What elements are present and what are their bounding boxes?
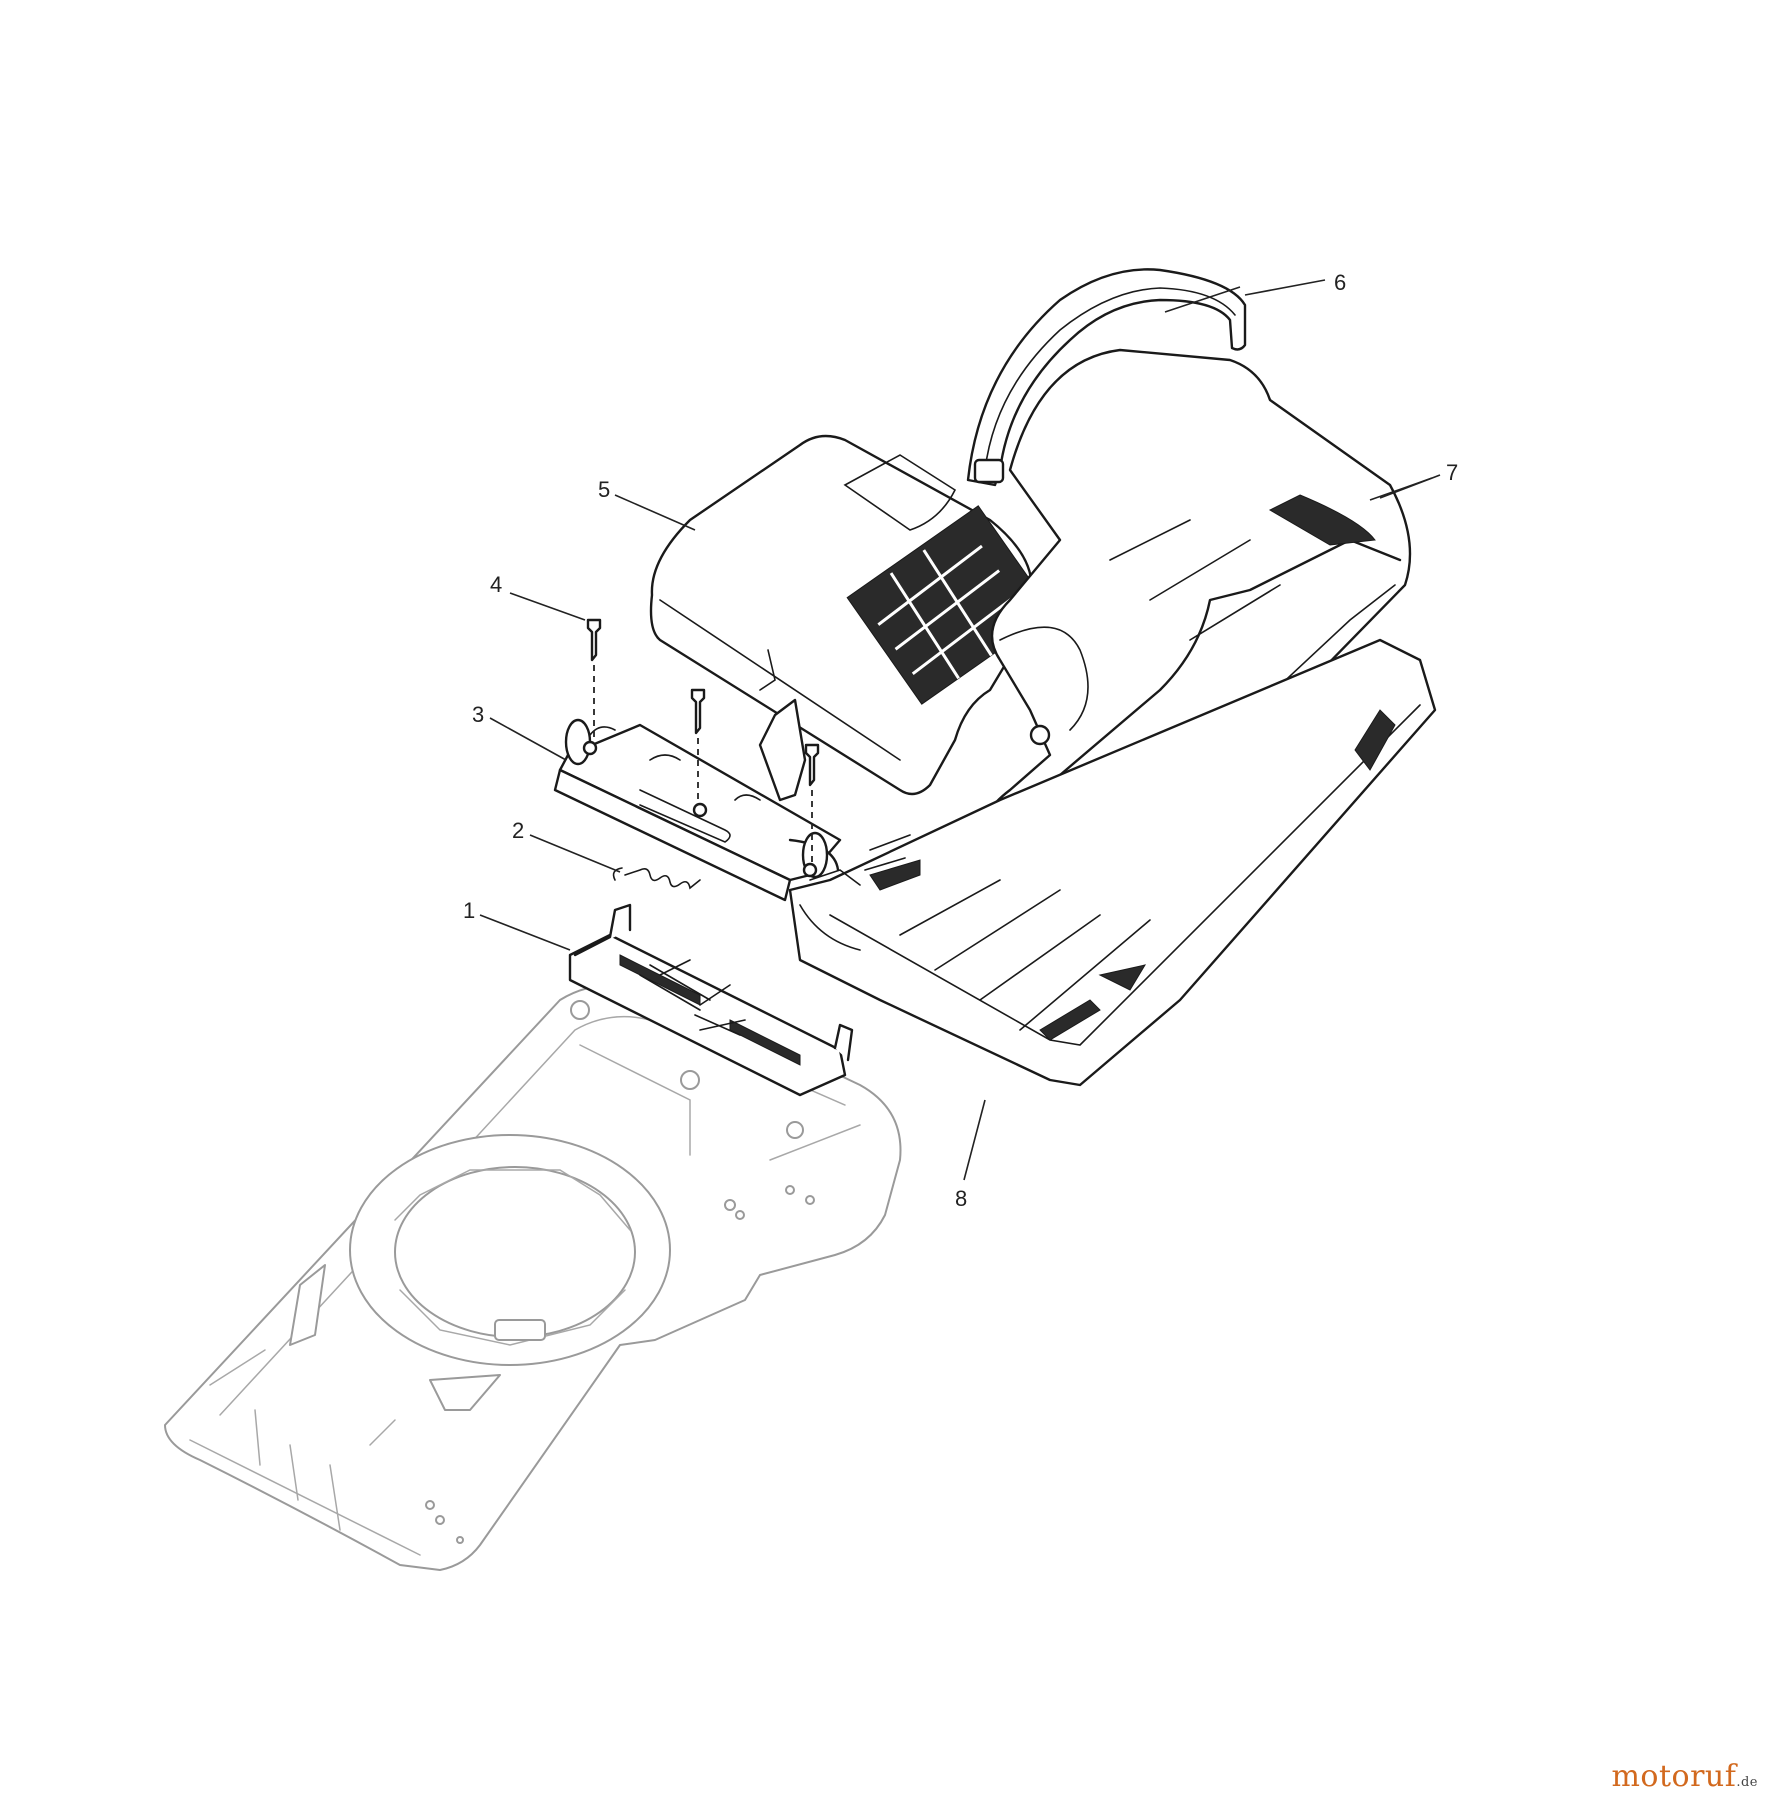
leader-6	[1244, 279, 1326, 296]
part-4-screws	[586, 618, 820, 862]
part-1-hinge-bracket	[568, 903, 854, 1097]
label-part-2: 2	[512, 818, 524, 843]
label-part-1: 1	[463, 898, 475, 923]
label-part-3: 3	[472, 702, 484, 727]
label-part-6: 6	[1334, 270, 1346, 295]
part-6-handle	[966, 268, 1247, 487]
watermark-logo: motoruf.de	[1611, 1759, 1758, 1794]
label-part-8: 8	[955, 1186, 967, 1211]
mower-deck	[164, 983, 902, 1571]
watermark-tld: .de	[1736, 1775, 1758, 1790]
leader-7	[1379, 474, 1441, 499]
part-5-lid	[649, 434, 1054, 802]
part-8-bag-frame	[788, 638, 1437, 1087]
part-2-spring	[612, 867, 701, 890]
label-part-7: 7	[1446, 460, 1458, 485]
label-part-4: 4	[490, 572, 502, 597]
part-3-flap	[553, 718, 842, 902]
callouts: 1 2 3 4 5 6 7 8	[463, 270, 1458, 1211]
label-part-5: 5	[598, 477, 610, 502]
watermark-main: motoruf	[1611, 1759, 1737, 1794]
